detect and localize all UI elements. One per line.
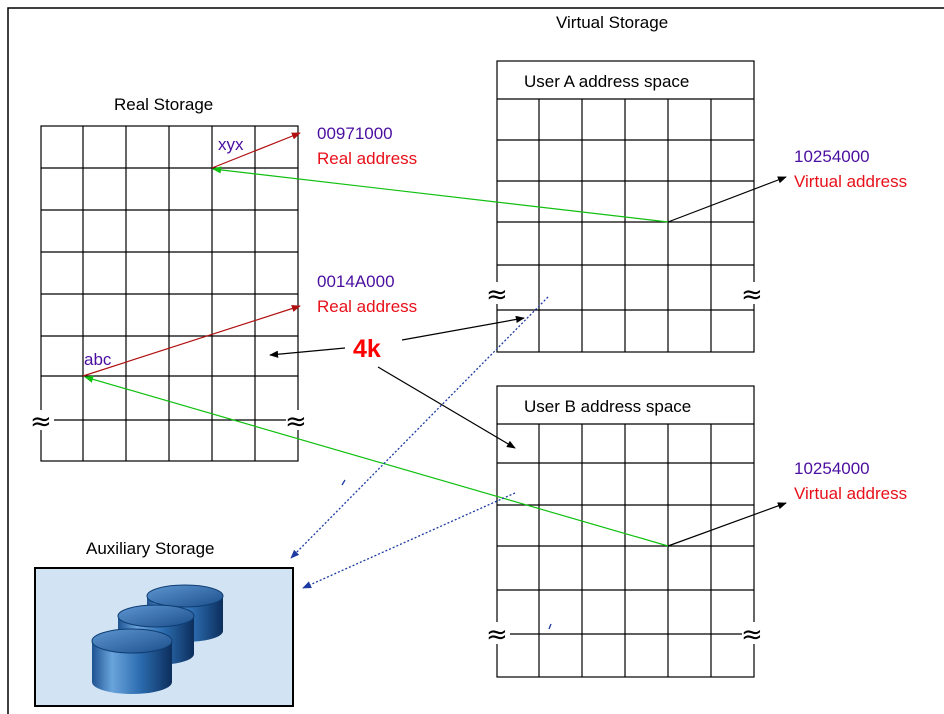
real-address-caption-1: Real address <box>317 149 417 168</box>
virtual-storage-title: Virtual Storage <box>556 13 668 32</box>
page-size-label: 4k <box>353 335 381 363</box>
virtual-address-value-a: 10254000 <box>794 147 870 166</box>
disk-stack-icon <box>91 584 224 694</box>
real-storage-grid: ≈ ≈ <box>30 125 310 462</box>
user-a-address-space: User A address space ≈ ≈ <box>486 60 766 353</box>
user-b-title: User B address space <box>524 397 691 416</box>
green-arrow-user-a <box>212 166 669 223</box>
dotted-mark <box>341 479 346 486</box>
page-label-abc: abc <box>84 350 112 369</box>
virtual-address-caption-b: Virtual address <box>794 484 907 503</box>
black-arrow-virtual-a <box>667 176 787 223</box>
auxiliary-storage-title: Auxiliary Storage <box>86 539 215 558</box>
user-b-address-space: User B address space ≈ ≈ <box>486 385 766 678</box>
page-size-arrow-real <box>269 347 346 358</box>
real-address-value-1: 00971000 <box>317 124 393 143</box>
dotted-mark <box>548 623 552 630</box>
dotted-arrow-user-a-to-aux <box>290 296 549 559</box>
dotted-arrow-user-b-to-aux <box>302 492 516 589</box>
green-arrow-user-b <box>84 375 669 547</box>
squiggle-break-icon: ≈ <box>486 620 508 650</box>
red-arrow-abc <box>82 305 301 377</box>
squiggle-break-icon: ≈ <box>741 280 763 310</box>
user-a-title: User A address space <box>524 72 689 91</box>
auxiliary-storage-box <box>34 567 294 707</box>
black-arrow-virtual-b <box>667 502 787 547</box>
page-size-arrow-user-b <box>377 366 516 449</box>
red-arrow-xyx <box>211 132 301 169</box>
virtual-address-caption-a: Virtual address <box>794 172 907 191</box>
squiggle-break-icon: ≈ <box>285 407 307 437</box>
virtual-address-value-b: 10254000 <box>794 459 870 478</box>
real-address-caption-2: Real address <box>317 297 417 316</box>
page-label-xyx: xyx <box>218 135 244 154</box>
real-storage-title: Real Storage <box>114 95 213 114</box>
real-address-value-2: 0014A000 <box>317 272 395 291</box>
squiggle-break-icon: ≈ <box>486 280 508 310</box>
squiggle-break-icon: ≈ <box>741 620 763 650</box>
squiggle-break-icon: ≈ <box>30 407 52 437</box>
page-size-arrow-user-a <box>401 315 525 341</box>
